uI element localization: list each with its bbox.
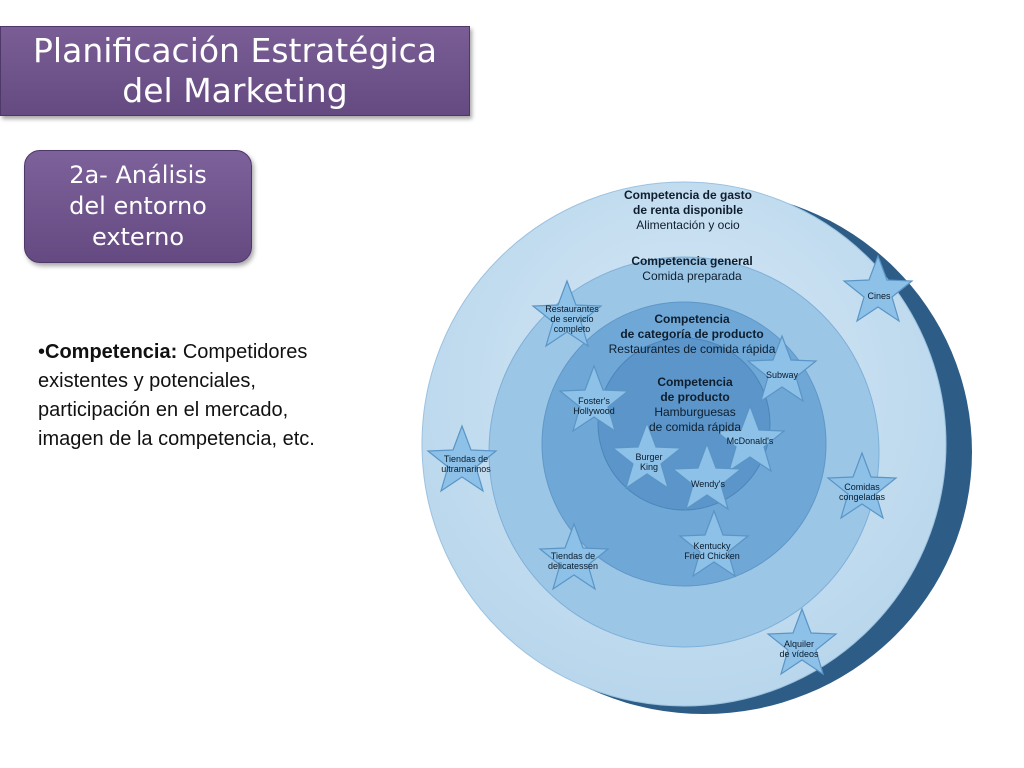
star-label-comidas-congeladas: Comidas congeladas (839, 482, 885, 502)
star-label-subway-text: Subway (765, 370, 799, 380)
star-label-cines: Cines (867, 291, 890, 301)
bullet-marker: • (38, 341, 46, 363)
ring1-label: Competencia de gasto de renta disponible… (624, 188, 752, 233)
star-label-delicatessen-line1: Tiendas de (550, 551, 596, 561)
ring1-subtitle: Alimentación y ocio (636, 218, 740, 232)
ring3-subtitle: Restaurantes de comida rápida (608, 342, 776, 356)
star-label-burger-king: Burger King (635, 452, 662, 472)
star-label-subway: Subway (766, 370, 798, 380)
star-label-alquiler-videos: Alquiler de vídeos (779, 639, 818, 659)
section-heading-line3: externo (91, 223, 185, 251)
star-label-alquiler-line2: de vídeos (779, 649, 819, 659)
star-label-kentucky-line2: Fried Chicken (684, 551, 740, 561)
section-heading: 2a- Análisis del entorno externo (24, 150, 252, 263)
star-label-ultramarinos-line1: Tiendas de (443, 454, 489, 464)
ring4-label: Competencia de producto Hamburguesas de … (649, 375, 741, 435)
section-heading-line1: 2a- Análisis (69, 161, 207, 189)
ring2-title: Competencia general (631, 254, 753, 268)
star-label-mcdonalds: McDonald's (727, 436, 774, 446)
star-label-comidas-line1: Comidas (844, 482, 880, 492)
ring4-title-line2: de producto (660, 390, 730, 404)
ring3-label: Competencia de categoría de producto Res… (609, 312, 776, 357)
bullet-description: Competidores existentes y potenciales, p… (38, 341, 315, 450)
ring4-subtitle-line1: Hamburguesas (654, 405, 736, 419)
star-label-wendys: Wendy's (691, 479, 725, 489)
slide-title: Planificación Estratégica del Marketing (0, 26, 470, 116)
star-label-burger-line2: King (639, 462, 659, 472)
ring2-subtitle: Comida preparada (642, 269, 742, 283)
star-label-fosters-line1: Foster's (578, 396, 610, 406)
star-label-delicatessen-line2: delicatessen (547, 561, 599, 571)
star-label-fosters: Foster's Hollywood (573, 396, 615, 416)
ring3-title-line2: de categoría de producto (620, 327, 764, 341)
star-label-mcdonalds-text: McDonald's (726, 436, 774, 446)
star-label-comidas-line2: congeladas (838, 492, 886, 502)
section-heading-line2: del entorno (69, 192, 207, 220)
bullet-paragraph: •Competencia: Competidores existentes y … (38, 338, 358, 454)
star-label-tiendas-delicatessen: Tiendas de delicatessen (548, 551, 598, 571)
slide-title-line1: Planificación Estratégica (33, 31, 437, 70)
competition-circles-diagram: Competencia de gasto de renta disponible… (362, 162, 1007, 722)
star-label-kentucky-line1: Kentucky (693, 541, 731, 551)
star-label-restaurantes-line3: completo (553, 324, 591, 334)
ring4-title-line1: Competencia (657, 375, 733, 389)
ring2-label: Competencia general Comida preparada (631, 254, 752, 284)
star-label-wendys-text: Wendy's (690, 479, 726, 489)
diagram-graphic (362, 162, 1007, 722)
ring1-title-line1: Competencia de gasto (623, 188, 753, 202)
star-label-tiendas-ultramarinos: Tiendas de ultramarinos (441, 454, 491, 474)
ring1-title-line2: de renta disponible (632, 203, 743, 217)
star-label-restaurantes: Restaurantes de servicio completo (545, 304, 599, 334)
star-label-restaurantes-line1: Restaurantes (545, 304, 599, 314)
star-label-restaurantes-line2: de servicio (550, 314, 594, 324)
star-label-fosters-line2: Hollywood (573, 406, 615, 416)
star-label-ultramarinos-line2: ultramarinos (441, 464, 491, 474)
ring3-title-line1: Competencia (654, 312, 730, 326)
star-label-cines-text: Cines (867, 291, 891, 301)
star-label-alquiler-line1: Alquiler (783, 639, 814, 649)
slide-title-line2: del Marketing (122, 71, 348, 110)
star-label-kentucky: Kentucky Fried Chicken (684, 541, 740, 561)
bullet-term: Competencia: (45, 341, 178, 363)
star-label-burger-line1: Burger (635, 452, 663, 462)
ring4-subtitle-line2: de comida rápida (648, 420, 742, 434)
